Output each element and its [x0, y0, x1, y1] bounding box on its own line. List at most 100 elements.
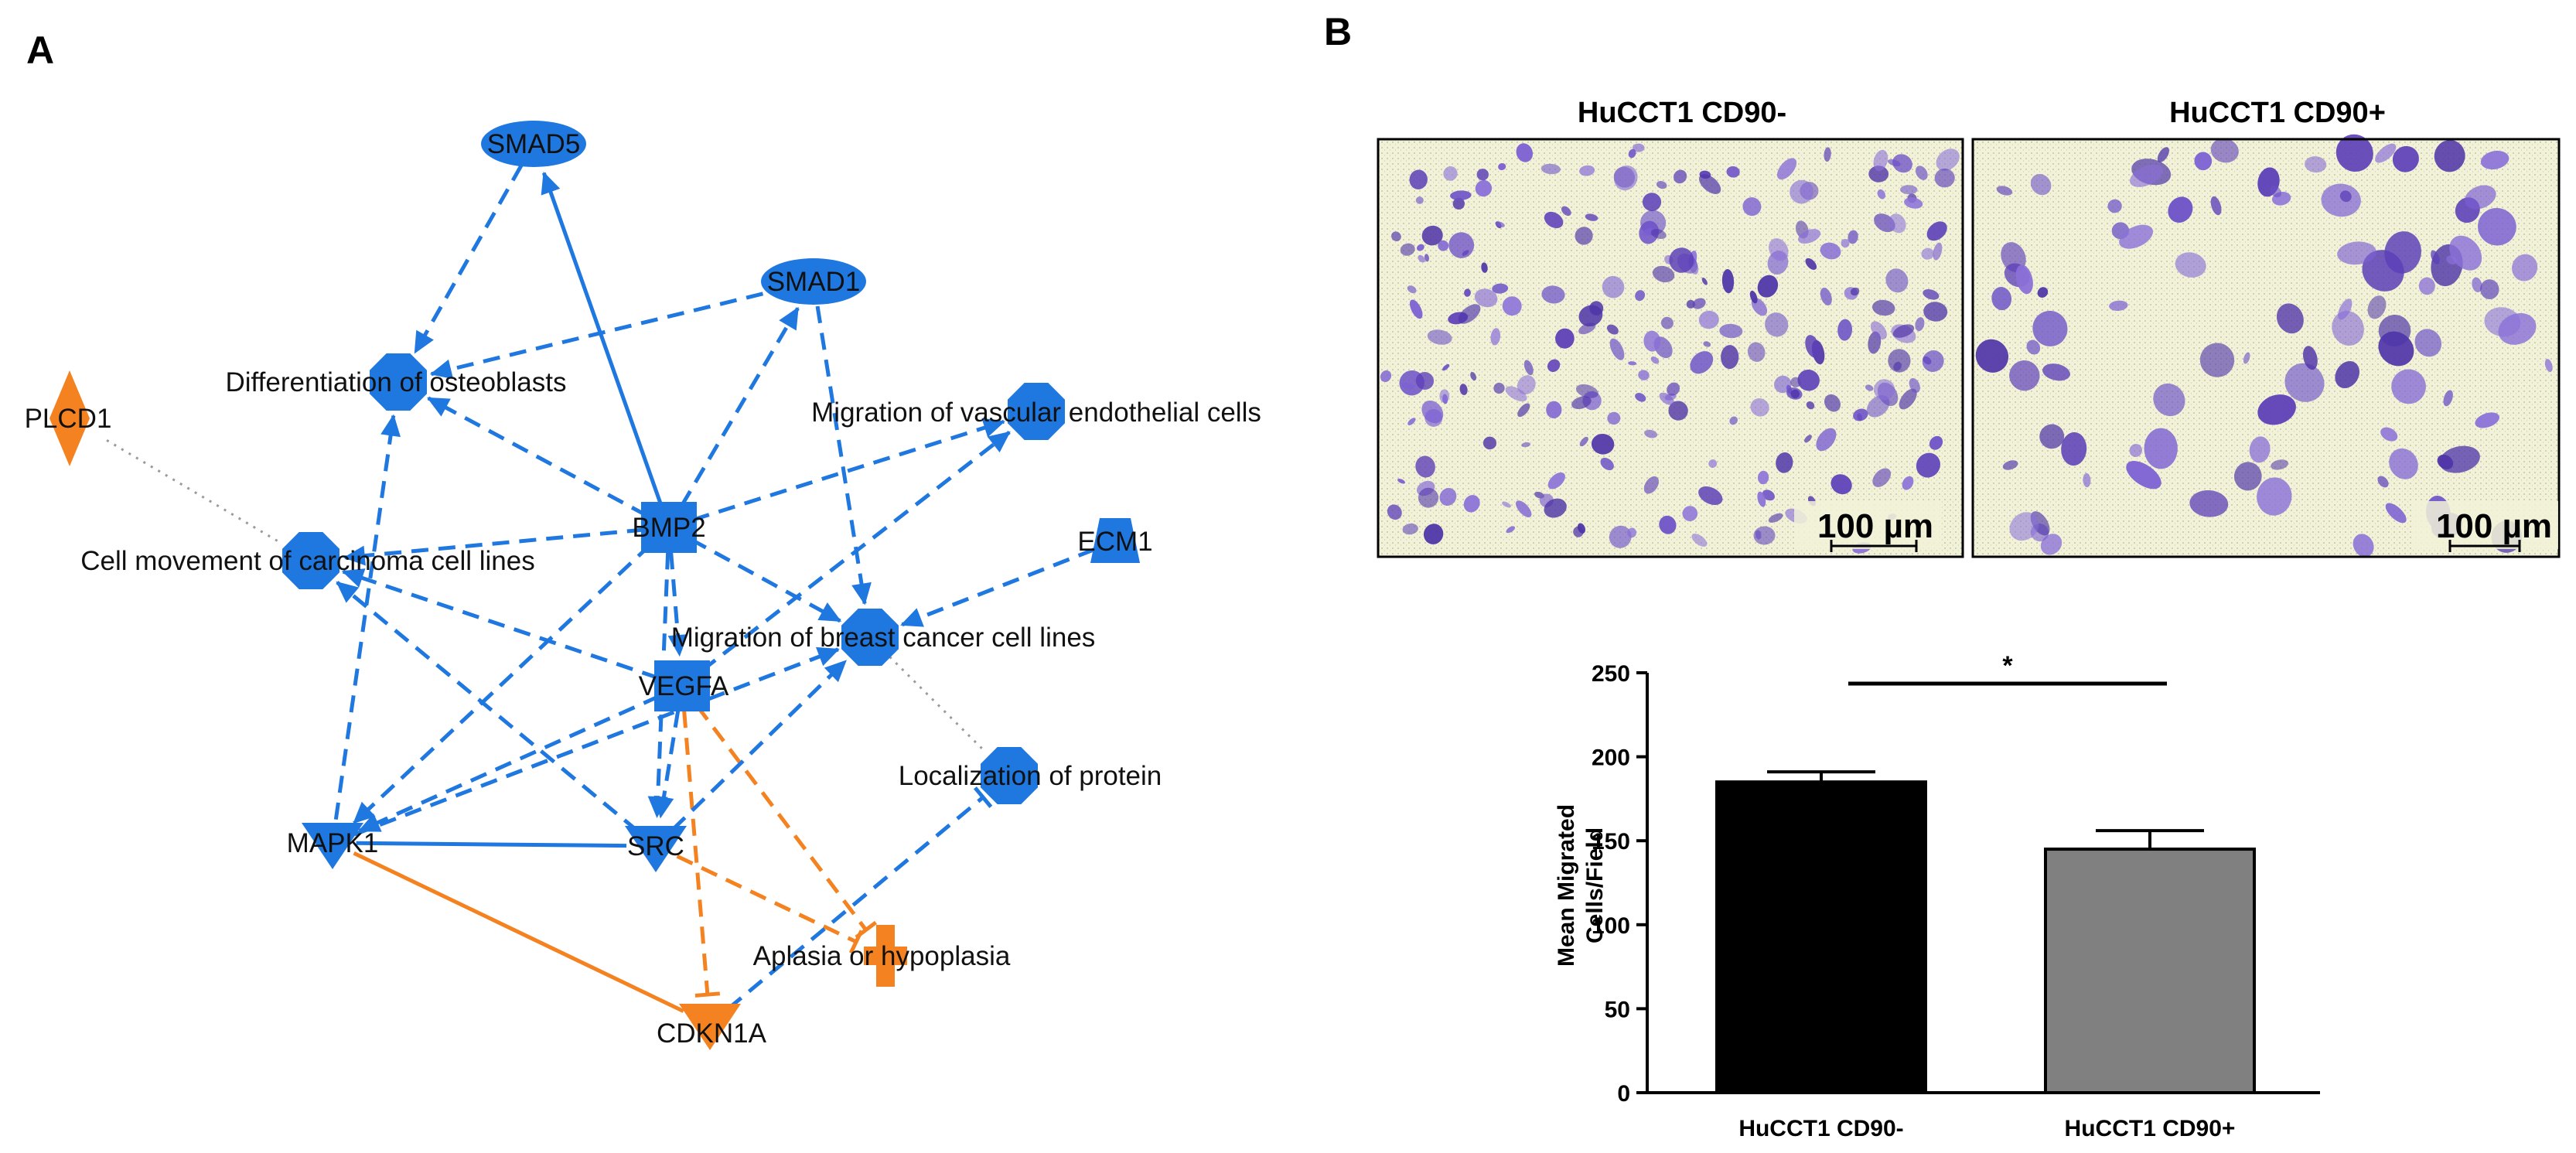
edge-bmp2-diff [427, 396, 648, 517]
stained-cell [1517, 403, 1530, 418]
stained-cell [2126, 461, 2161, 490]
scale-bar-cd90-neg [1830, 540, 1918, 552]
stained-cell [2002, 460, 2018, 470]
node-shape-mapk1 [302, 823, 363, 869]
y-tick-label: 250 [1592, 661, 1630, 687]
arrowhead-mapk1-diff [380, 414, 401, 438]
edge-vegfa-cellmov [342, 569, 660, 681]
stained-cell [1904, 197, 1923, 209]
stained-cell [1638, 370, 1650, 380]
stained-cell [1659, 515, 1677, 534]
arrowhead-vegfa-src [653, 795, 674, 819]
node-smad5: SMAD5 [481, 121, 586, 167]
stained-cell [1769, 238, 1789, 261]
stained-cell [1721, 345, 1739, 370]
stained-cell [1476, 169, 1489, 181]
stained-cell [1872, 468, 1892, 487]
stained-cell [2001, 242, 2026, 272]
stained-cell [1749, 290, 1758, 304]
stained-cell [1606, 324, 1619, 335]
node-plcd1: PLCD1 [25, 370, 111, 466]
stained-cell [2389, 448, 2418, 479]
edge-bmp2-mapk1 [353, 543, 653, 824]
edge-bmp2-migvasc [692, 419, 1005, 522]
arrowhead-smad1-migbreast [851, 582, 872, 605]
stained-cell [2168, 196, 2193, 223]
stained-cell [1571, 396, 1592, 410]
stained-cell [1873, 149, 1888, 172]
stained-cell [1397, 478, 1406, 484]
bar-1 [1715, 780, 1927, 1094]
stained-cell [1644, 429, 1658, 438]
stained-cell [2119, 224, 2154, 249]
node-label-smad5: SMAD5 [487, 129, 581, 159]
stained-cell [1703, 341, 1711, 347]
stained-cell [1627, 527, 1637, 538]
stained-cell [1915, 165, 1928, 180]
micrograph-cd90-neg: 100 µm [1377, 138, 1964, 558]
stained-cell [1380, 370, 1392, 383]
y-axis-label-line1: Mean Migrated [1554, 804, 1579, 967]
node-shape-vegfa [654, 660, 710, 711]
stained-cell [1579, 165, 1595, 176]
x-tick-label-1: HuCCT1 CD90- [1738, 1116, 1903, 1141]
stained-cell [1517, 375, 1536, 395]
stained-cell [1888, 213, 1906, 234]
arrowhead-src-cellmov [336, 581, 360, 603]
stained-cell [1547, 359, 1561, 373]
stained-cell [1991, 287, 2012, 311]
node-label-smad1: SMAD1 [767, 267, 861, 297]
stained-cell [1415, 196, 1424, 204]
node-shape-cdkn1a [679, 1004, 741, 1050]
stained-cell [1668, 401, 1688, 421]
stained-cell [1439, 487, 1457, 507]
stained-cell [1475, 179, 1493, 197]
edge-bmp2-cellmov [343, 527, 644, 561]
stained-cell [1820, 288, 1832, 305]
stained-cell [2305, 156, 2327, 173]
stained-cells-cd90-pos [1975, 134, 2553, 558]
stained-cell [1699, 174, 1721, 194]
stained-cell [2129, 444, 2143, 457]
stained-cell [2194, 152, 2213, 171]
stained-cell [1902, 476, 1914, 490]
stained-cell [1459, 384, 1468, 395]
stained-cell [1841, 238, 1850, 248]
node-shape-migvasc [1008, 383, 1065, 440]
stained-cell [1837, 319, 1853, 341]
stained-cell [1659, 392, 1674, 405]
stained-cell [1387, 504, 1402, 520]
stained-cell [2332, 311, 2364, 346]
stained-cell [2367, 295, 2387, 319]
stained-cell [2061, 432, 2087, 466]
stained-cell [1591, 433, 1615, 455]
node-label-aplasia: Aplasia or hypoplasia [753, 941, 1011, 971]
stained-cell [1698, 486, 1723, 506]
y-tick-label: 200 [1592, 745, 1630, 771]
stained-cell [1757, 470, 1769, 485]
node-shape-bmp2 [641, 502, 697, 553]
node-migbreast: Migration of breast cancer cell lines [671, 609, 1096, 666]
stained-cell [1798, 229, 1821, 244]
stained-cell [2384, 231, 2421, 274]
stained-cell [2337, 241, 2376, 265]
edge-ecm1-migbreast [901, 548, 1096, 627]
stained-cell [1450, 190, 1472, 201]
stained-cell [1929, 435, 1943, 450]
stained-cell [1407, 285, 1417, 294]
stained-cell [2418, 277, 2435, 295]
node-shape-smad1 [761, 258, 866, 305]
stained-cell [1600, 457, 1614, 471]
stained-cell [1926, 221, 1947, 241]
stained-cell [2512, 254, 2538, 281]
stained-cell [2109, 300, 2128, 311]
stained-cell [1765, 312, 1789, 337]
panel-a-letter: A [26, 29, 54, 72]
stained-cell [1544, 498, 1567, 518]
stained-cell [1853, 408, 1868, 421]
stained-cell [2189, 490, 2229, 517]
stained-cell [1682, 506, 1698, 521]
node-label-migbreast: Migration of breast cancer cell lines [671, 623, 1096, 653]
stained-cell [2270, 185, 2281, 198]
stained-cell [1650, 228, 1667, 240]
